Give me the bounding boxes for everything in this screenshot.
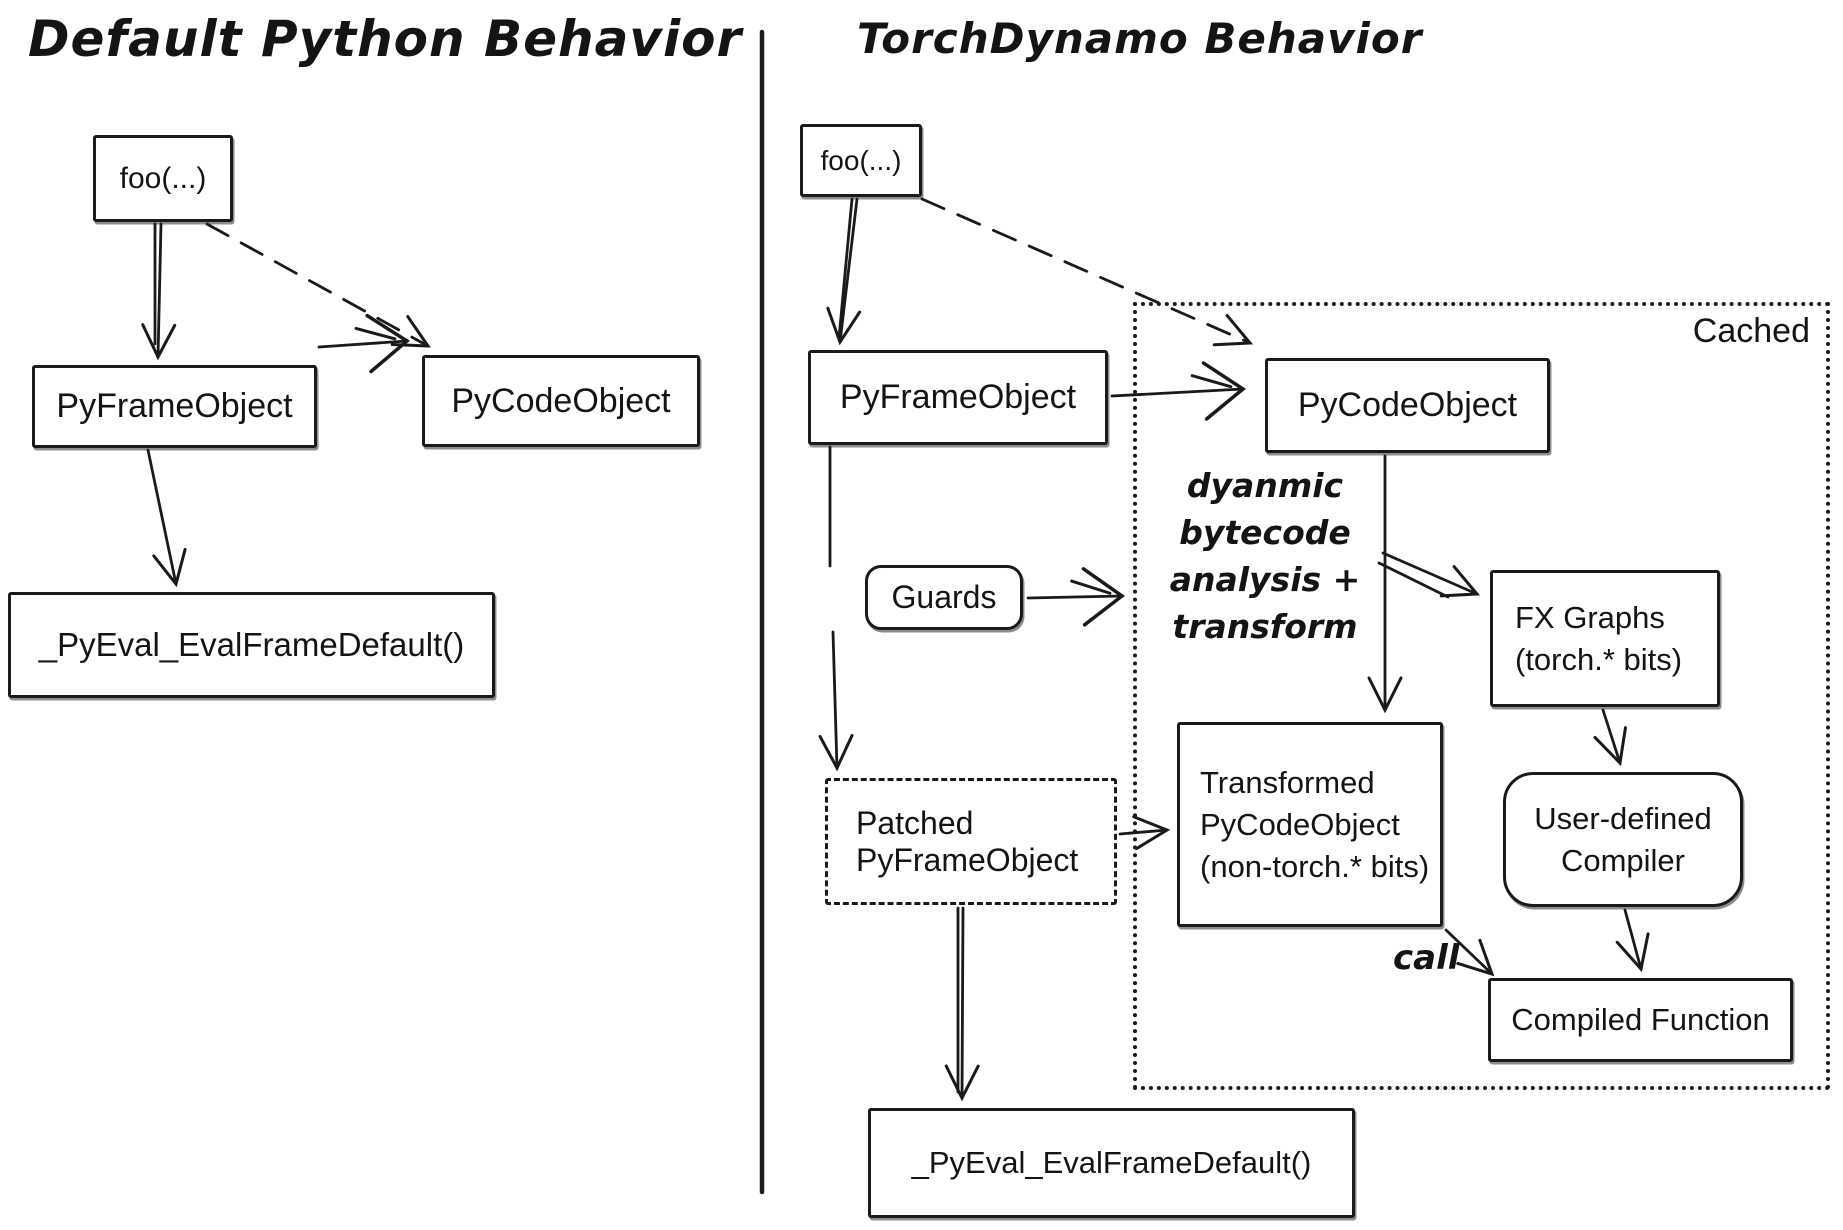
left-pyframe-to-pyeval-arrow (146, 448, 187, 588)
right-transformed-call-arrow (1444, 928, 1495, 977)
left-pyframeobject-node: PyFrameObject (32, 365, 317, 448)
cached-region-label: Cached (1692, 312, 1810, 350)
right-transformed-label-line1: Transformed (1200, 764, 1375, 800)
right-compiled-function-label: Compiled Function (1511, 1002, 1770, 1037)
bytecode-note-line3: analysis + (1169, 560, 1361, 599)
right-patched-to-pyeval-arrow (944, 906, 980, 1102)
right-guards-to-patched-arrow (818, 630, 854, 772)
right-guards-out-arrow (1026, 567, 1125, 627)
right-pyeval-label: _PyEval_EvalFrameDefault() (911, 1145, 1312, 1180)
right-compiled-function-node: Compiled Function (1488, 978, 1793, 1062)
right-foo-to-pyframe-arrow (826, 197, 862, 346)
right-compiler-label-line2: Compiler (1560, 842, 1685, 878)
right-fx-graphs-node: FX Graphs (torch.* bits) (1490, 570, 1720, 707)
right-pycodeobject-node: PyCodeObject (1265, 358, 1550, 453)
left-foo-to-pyframe-arrow (141, 222, 177, 361)
right-guards-node: Guards (865, 565, 1023, 630)
right-foo-node: foo(...) (800, 124, 922, 197)
call-label: call (1393, 938, 1460, 978)
bytecode-note-line4: transform (1172, 607, 1358, 646)
right-user-compiler-node: User-defined Compiler (1503, 772, 1743, 907)
left-foo-node: foo(...) (93, 135, 233, 222)
bytecode-note-line2: bytecode (1179, 513, 1351, 552)
right-pyframeobject-node: PyFrameObject (808, 350, 1108, 445)
bytecode-analysis-note: dyanmic bytecode analysis + transform (1150, 462, 1380, 650)
right-guards-label: Guards (891, 579, 997, 615)
right-fx-label-line2: (torch.* bits) (1515, 641, 1683, 677)
right-patched-label-line2: PyFrameObject (856, 841, 1079, 878)
right-panel-title: TorchDynamo Behavior (857, 14, 1423, 63)
right-patched-to-transformed-arrow (1118, 815, 1171, 851)
right-pyframe-to-pycode-arrow (1110, 361, 1246, 421)
right-pycode-to-fx-branch-arrow (1381, 551, 1481, 598)
right-transformed-label-line3: (non-torch.* bits) (1200, 848, 1430, 884)
right-pyframeobject-label: PyFrameObject (839, 378, 1077, 416)
left-panel-title: Default Python Behavior (28, 10, 743, 68)
bytecode-note-line1: dyanmic (1186, 466, 1344, 505)
left-pycodeobject-node: PyCodeObject (422, 355, 700, 447)
right-transformed-pycode-node: Transformed PyCodeObject (non-torch.* bi… (1177, 722, 1443, 927)
right-foo-label: foo(...) (820, 144, 902, 176)
right-pyeval-node: _PyEval_EvalFrameDefault() (868, 1108, 1355, 1218)
left-pycodeobject-label: PyCodeObject (451, 381, 671, 420)
right-fx-label-line1: FX Graphs (1515, 599, 1665, 635)
right-fx-to-compiler-arrow (1593, 708, 1627, 767)
right-pycode-to-fx-branch-line2 (1377, 561, 1450, 599)
right-patched-pyframe-node: Patched PyFrameObject (825, 778, 1117, 905)
left-pyeval-node: _PyEval_EvalFrameDefault() (8, 592, 495, 698)
right-pycodeobject-label: PyCodeObject (1297, 386, 1518, 424)
right-foo-to-pycode-dashed-arrow (920, 197, 1254, 347)
left-pyframe-to-pycode-arrow (317, 313, 410, 374)
right-compiler-to-compiled-arrow (1615, 908, 1650, 973)
left-foo-to-pycode-dashed-arrow (205, 222, 431, 348)
right-compiler-label-line1: User-defined (1534, 800, 1712, 836)
left-pyframeobject-label: PyFrameObject (56, 387, 293, 425)
left-foo-label: foo(...) (119, 161, 207, 195)
right-transformed-label-line2: PyCodeObject (1200, 806, 1400, 842)
left-pyeval-label: _PyEval_EvalFrameDefault() (38, 626, 465, 663)
right-patched-label-line1: Patched (856, 804, 974, 841)
